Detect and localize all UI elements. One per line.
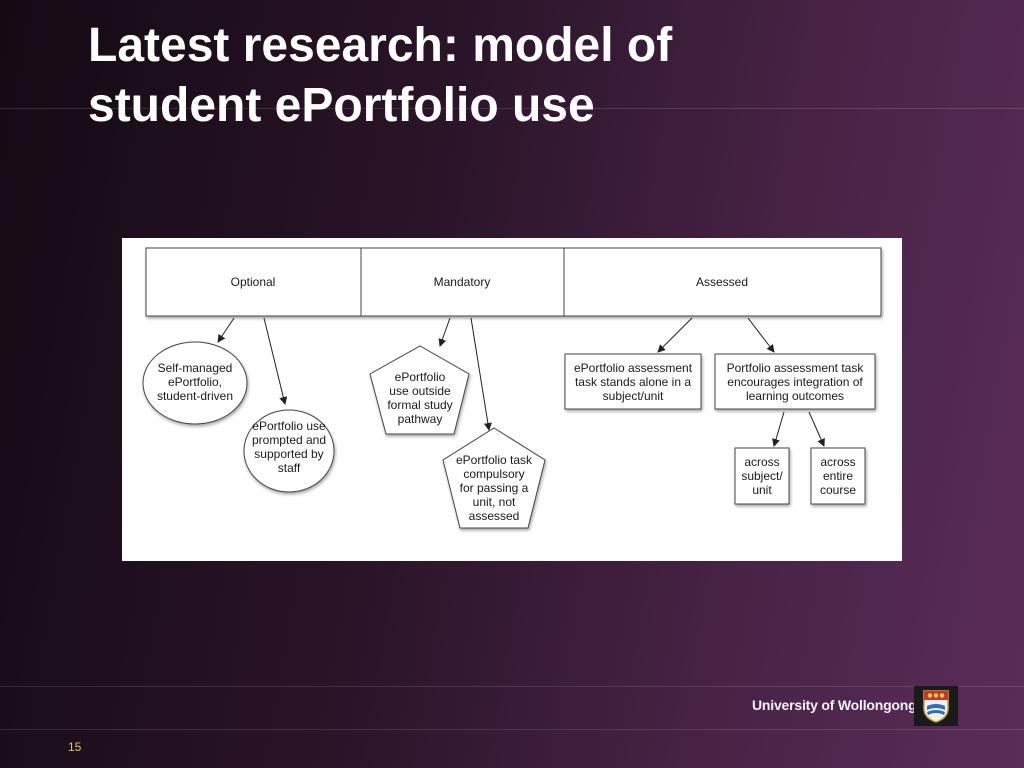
box-across-subject xyxy=(734,447,790,505)
decor-line-top xyxy=(0,108,1024,109)
integration-line-2: encourages integration of xyxy=(727,375,863,389)
category-header: Optional Mandatory Assessed xyxy=(145,247,882,317)
category-assessed: Assessed xyxy=(696,275,748,289)
node-compulsory: ePortfolio task compulsory for passing a… xyxy=(442,427,546,529)
stands-alone-line-2: task stands alone in a xyxy=(575,375,691,389)
node-self-managed: Self-managed ePortfolio, student-driven xyxy=(142,341,248,425)
slide-title: Latest research: model of student ePortf… xyxy=(88,16,848,136)
stands-alone-line-1: ePortfolio assessment xyxy=(574,361,693,375)
pentagon-compulsory xyxy=(442,427,546,529)
compulsory-line-5: assessed xyxy=(469,509,520,523)
diagram-panel: Optional Mandatory Assessed Self-managed… xyxy=(122,238,902,561)
page-number: 15 xyxy=(68,740,82,754)
arrow-optional-prompted xyxy=(263,317,288,405)
compulsory-line-3: for passing a xyxy=(460,481,529,495)
institution-name: University of Wollongong xyxy=(752,697,917,713)
pentagon-outside-pathway xyxy=(369,345,470,435)
arrow-mandatory-outside xyxy=(438,317,451,347)
compulsory-line-2: compulsory xyxy=(463,467,524,481)
arrow-assessed-integration xyxy=(747,317,775,353)
decor-line-footer-top xyxy=(0,686,1024,687)
node-integration: Portfolio assessment task encourages int… xyxy=(714,353,876,410)
across-subject-line-2: subject/ xyxy=(741,469,783,483)
across-course-line-2: entire xyxy=(823,469,853,483)
outside-pathway-line-4: pathway xyxy=(398,412,443,426)
prompted-line-3: supported by xyxy=(254,447,323,461)
category-optional: Optional xyxy=(231,275,276,289)
title-line-1: Latest research: model of xyxy=(88,19,673,72)
node-prompted: ePortfolio use prompted and supported by… xyxy=(243,409,335,493)
across-subject-line-3: unit xyxy=(752,483,772,497)
arrow-integration-course xyxy=(808,411,825,447)
across-course-line-1: across xyxy=(820,455,855,469)
diagram-arrows xyxy=(217,317,825,447)
title-line-2: student ePortfolio use xyxy=(88,79,595,132)
self-managed-line-2: ePortfolio, xyxy=(168,375,222,389)
prompted-line-4: staff xyxy=(278,461,301,475)
decor-line-footer-bottom xyxy=(0,729,1024,730)
box-across-course xyxy=(810,447,866,505)
node-across-course: across entire course xyxy=(810,447,866,505)
box-stands-alone xyxy=(564,353,702,410)
category-mandatory: Mandatory xyxy=(434,275,491,289)
ellipse-prompted xyxy=(243,409,335,493)
prompted-line-2: prompted and xyxy=(252,433,326,447)
prompted-line-1: ePortfolio use xyxy=(252,419,326,433)
compulsory-line-4: unit, not xyxy=(473,495,516,509)
category-header-box xyxy=(145,247,882,317)
integration-line-1: Portfolio assessment task xyxy=(727,361,865,375)
outside-pathway-line-1: ePortfolio xyxy=(395,370,446,384)
arrow-integration-subject xyxy=(772,411,785,447)
node-across-subject: across subject/ unit xyxy=(734,447,790,505)
university-crest-icon xyxy=(914,686,958,726)
outside-pathway-line-3: formal study xyxy=(387,398,452,412)
eportfolio-model-diagram: Optional Mandatory Assessed Self-managed… xyxy=(142,247,882,529)
stands-alone-line-3: subject/unit xyxy=(603,389,664,403)
integration-line-3: learning outcomes xyxy=(746,389,844,403)
compulsory-line-1: ePortfolio task xyxy=(456,453,533,467)
arrow-mandatory-compulsory xyxy=(470,317,492,431)
node-stands-alone: ePortfolio assessment task stands alone … xyxy=(564,353,702,410)
across-course-line-3: course xyxy=(820,483,856,497)
outside-pathway-line-2: use outside xyxy=(389,384,451,398)
box-integration xyxy=(714,353,876,410)
arrow-optional-self-managed xyxy=(217,317,235,343)
across-subject-line-1: across xyxy=(744,455,779,469)
self-managed-line-1: Self-managed xyxy=(158,361,233,375)
arrow-assessed-stands-alone xyxy=(657,317,693,353)
node-outside-pathway: ePortfolio use outside formal study path… xyxy=(369,345,470,435)
self-managed-line-3: student-driven xyxy=(157,389,233,403)
ellipse-self-managed xyxy=(142,341,248,425)
